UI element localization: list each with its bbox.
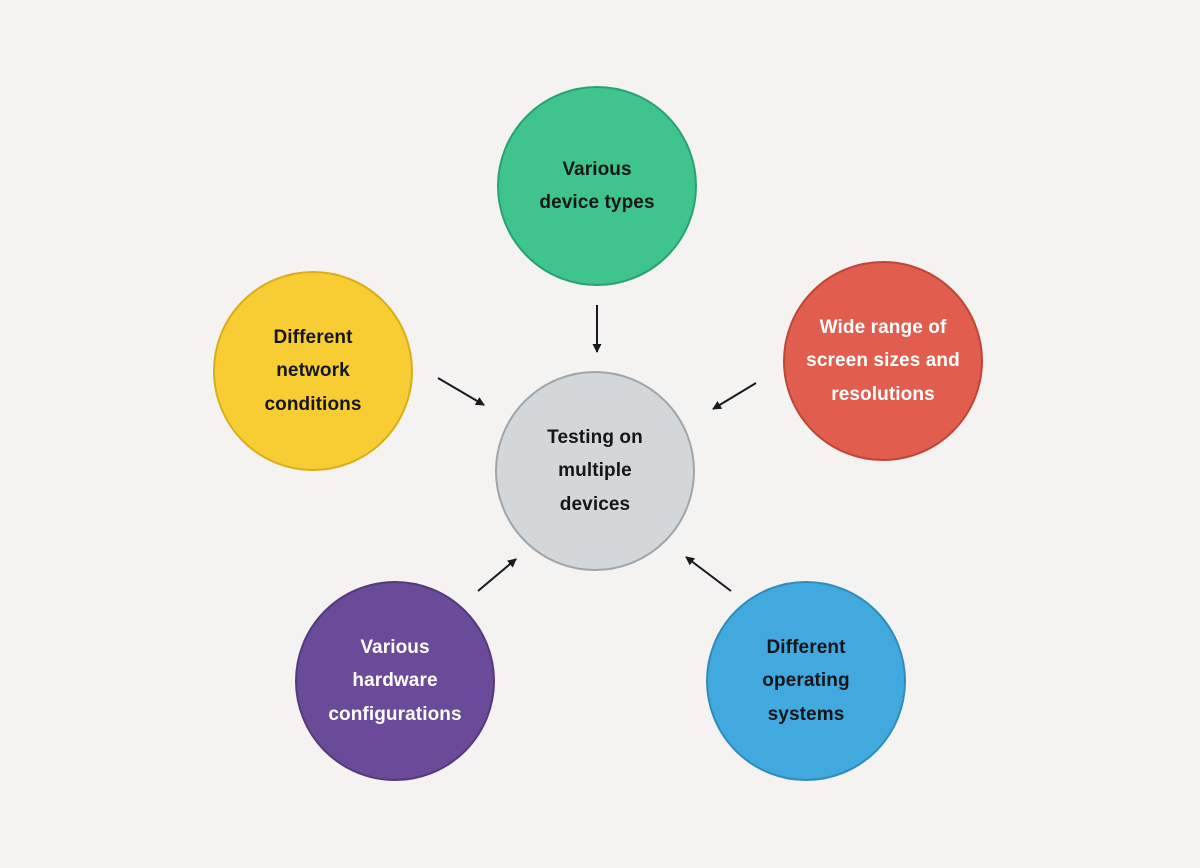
- arrow-from-screen-sizes: [712, 382, 757, 410]
- node-various-hardware-configurations: Various hardware configurations: [295, 581, 495, 781]
- arrow-from-operating-systems: [685, 556, 732, 592]
- center-node-testing-on-multiple-devices: Testing on multiple devices: [495, 371, 695, 571]
- arrow-from-network-conditions: [437, 377, 485, 406]
- node-different-operating-systems: Different operating systems: [706, 581, 906, 781]
- node-label-various-device-types: Various device types: [539, 158, 655, 213]
- node-label-different-network-conditions: Different network conditions: [264, 327, 362, 415]
- node-label-wide-range-of-screen-sizes-and-resolutions: Wide range of screen sizes and resolutio…: [806, 317, 960, 405]
- node-wide-range-of-screen-sizes-and-resolutions: Wide range of screen sizes and resolutio…: [783, 261, 983, 461]
- arrow-from-hardware-configurations: [477, 558, 517, 592]
- node-label-various-hardware-configurations: Various hardware configurations: [328, 637, 462, 725]
- node-different-network-conditions: Different network conditions: [213, 271, 413, 471]
- node-various-device-types: Various device types: [497, 86, 697, 286]
- node-label-different-operating-systems: Different operating systems: [762, 637, 850, 725]
- center-node-label: Testing on multiple devices: [547, 427, 643, 515]
